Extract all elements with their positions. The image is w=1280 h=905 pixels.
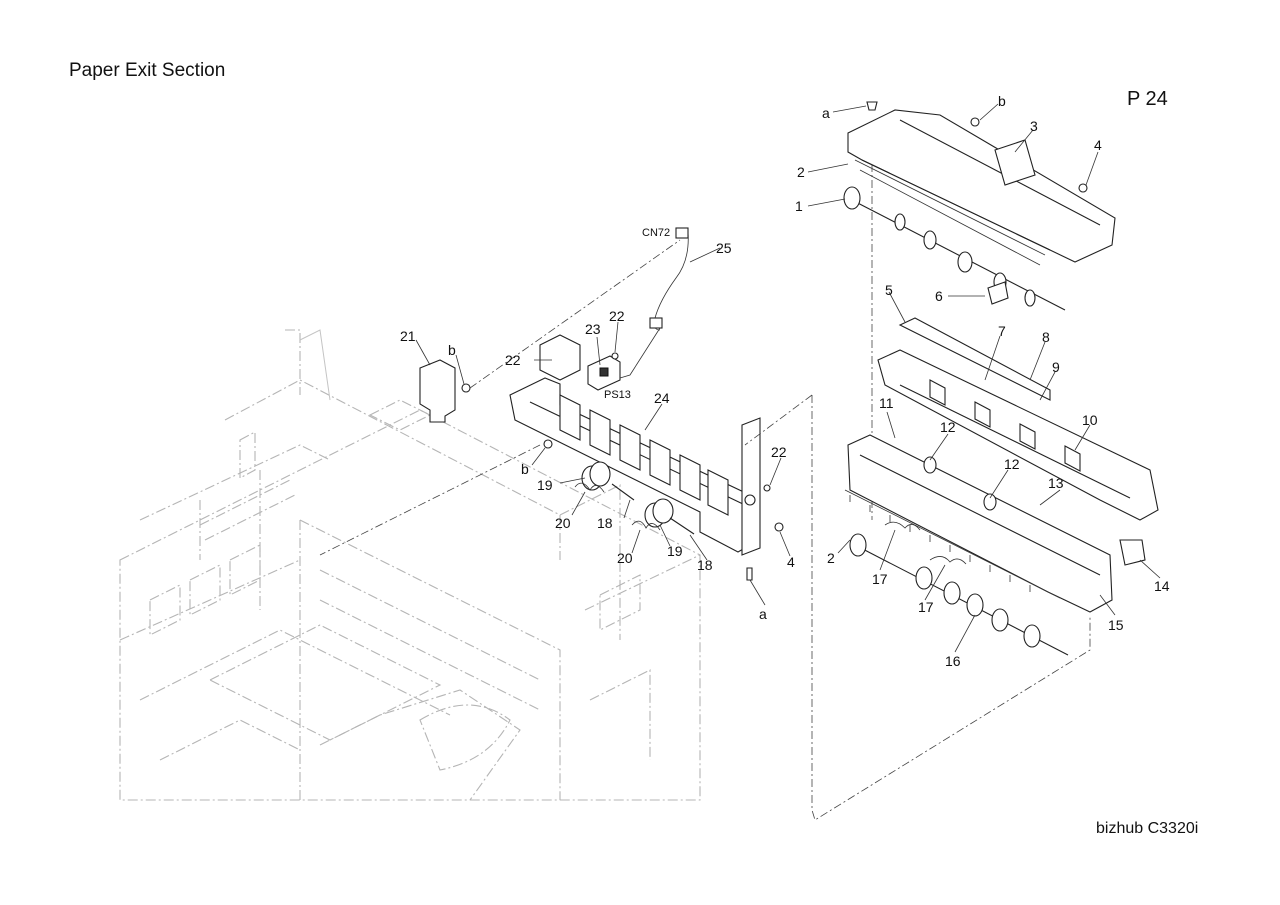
page-number: P 24 (1127, 88, 1168, 110)
callout-10: 10 (1082, 412, 1098, 428)
callout-22-left: 22 (505, 352, 521, 368)
callout-7: 7 (998, 323, 1006, 339)
callout-25: 25 (716, 240, 732, 256)
callout-15: 15 (1108, 617, 1124, 633)
callout-18-right: 18 (697, 557, 713, 573)
model-name: bizhub C3320i (1096, 820, 1199, 837)
callout-17-left: 17 (872, 571, 888, 587)
callout-labels: a b 3 4 2 1 5 6 7 8 9 10 11 12 12 13 14 … (400, 93, 1170, 669)
callout-4-top: 4 (1094, 137, 1102, 153)
callout-b-left: b (448, 342, 456, 358)
callout-4-lower: 4 (787, 554, 795, 570)
callout-21: 21 (400, 328, 416, 344)
callout-23: 23 (585, 321, 601, 337)
callout-1: 1 (795, 198, 803, 214)
callout-9: 9 (1052, 359, 1060, 375)
callout-16: 16 (945, 653, 961, 669)
callout-2-top: 2 (797, 164, 805, 180)
callout-3: 3 (1030, 118, 1038, 134)
callout-8: 8 (1042, 329, 1050, 345)
callout-a-top: a (822, 105, 830, 121)
callout-11: 11 (879, 395, 894, 411)
callout-22-right: 22 (771, 444, 787, 460)
callout-12-upper: 12 (940, 419, 956, 435)
connector-ps13: PS13 (604, 389, 631, 401)
callout-2-lower: 2 (827, 550, 835, 566)
callout-18-left: 18 (597, 515, 613, 531)
callout-19-left: 19 (537, 477, 553, 493)
page-title: Paper Exit Section (69, 60, 226, 81)
exit-tray-assembly (843, 101, 1159, 656)
callout-20-right: 20 (617, 550, 633, 566)
callout-12-lower: 12 (1004, 456, 1020, 472)
callout-24: 24 (654, 390, 670, 406)
callout-17-right: 17 (918, 599, 934, 615)
callout-6: 6 (935, 288, 943, 304)
callout-20-left: 20 (555, 515, 571, 531)
printer-frame (119, 329, 701, 801)
callout-leaders (415, 103, 1161, 653)
callout-b-top: b (998, 93, 1006, 109)
callout-14: 14 (1154, 578, 1170, 594)
callout-a-bottom: a (759, 606, 767, 622)
callout-13: 13 (1048, 475, 1064, 491)
callout-19-right: 19 (667, 543, 683, 559)
callout-b-mid: b (521, 461, 529, 477)
paper-exit-guide-assembly (419, 227, 784, 581)
callout-5: 5 (885, 282, 893, 298)
callout-22-top: 22 (609, 308, 625, 324)
connector-cn72: CN72 (642, 227, 670, 239)
